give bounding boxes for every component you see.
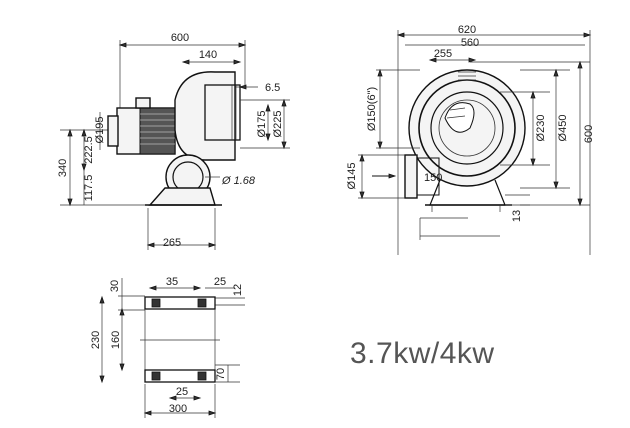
dim-slot-b: 25: [214, 276, 226, 288]
dim-center-height: 222.5: [83, 136, 95, 164]
dim-inner-dia: Ø230: [535, 115, 547, 142]
dim-width-total: 620: [458, 24, 476, 36]
dim-height: 600: [583, 125, 595, 143]
dim-foot: 13: [511, 210, 523, 222]
dim-inlet-dia: Ø 1.68: [221, 175, 256, 187]
dim-width: 300: [169, 403, 187, 415]
dim-top: 30: [109, 280, 121, 292]
dim-base-width: 265: [163, 237, 181, 249]
dim-casing-dia: Ø450: [557, 115, 569, 142]
dim-depth-inner: 160: [110, 331, 122, 349]
model-label: 3.7kw/4kw: [350, 337, 495, 370]
dim-outlet-inner: Ø175: [256, 111, 268, 138]
dim-edge: 12: [232, 284, 244, 296]
dim-length: 600: [171, 32, 189, 44]
dim-base-height: 117.5: [83, 175, 95, 202]
dim-slot-a: 35: [166, 276, 178, 288]
dim-inlet-offset: 255: [434, 48, 452, 60]
dim-outlet-dia: Ø145: [346, 163, 358, 190]
dim-height-total: 340: [57, 159, 69, 177]
dim-depth-total: 230: [90, 331, 102, 349]
dim-slot-d: 70: [215, 368, 227, 380]
dim-outlet-outer: Ø225: [272, 111, 284, 138]
front-view: 620 560 255 Ø150(6") 150: [346, 24, 595, 255]
side-view: 600 140 6.5 340 222.5 117.5 Ø195: [57, 32, 290, 250]
dim-outlet-flange: 150: [424, 172, 442, 184]
dim-outlet-offset: 140: [199, 49, 217, 61]
dim-flange: 6.5: [265, 82, 280, 94]
dim-slot-c: 25: [176, 386, 188, 398]
base-view: 35 25 30 12 230 160 70: [90, 276, 245, 418]
dim-width-body: 560: [461, 37, 479, 49]
dim-inlet-pcd: Ø150(6"): [366, 87, 378, 131]
dim-motor-dia: Ø195: [94, 117, 106, 144]
